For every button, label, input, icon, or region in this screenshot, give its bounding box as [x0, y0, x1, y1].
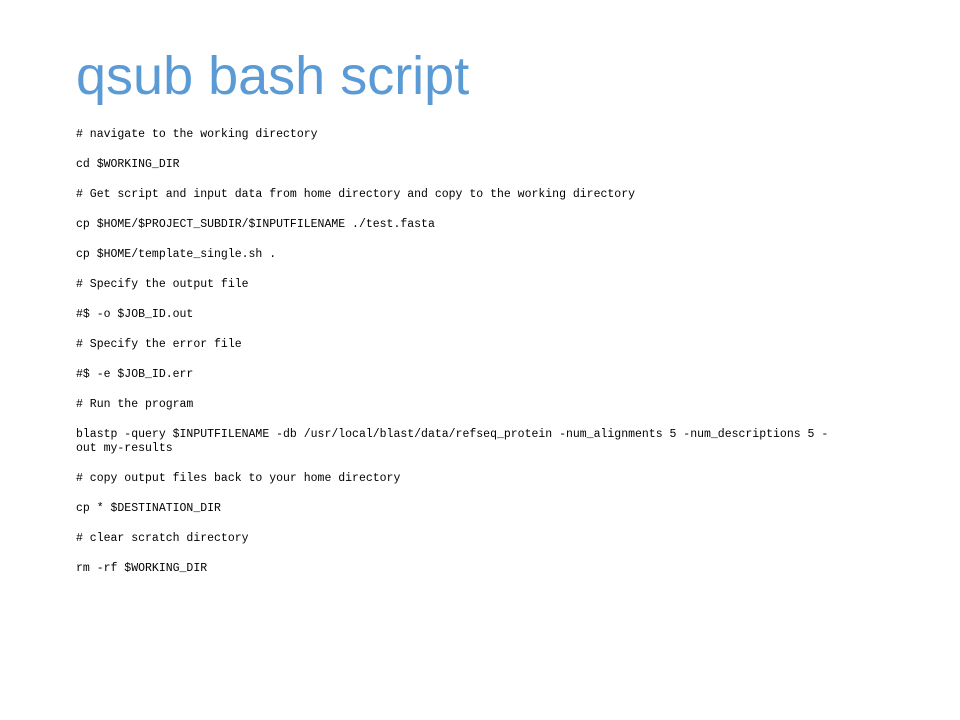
- code-block-error-file: # Specify the error file #$ -e $JOB_ID.e…: [76, 338, 836, 382]
- code-line: # copy output files back to your home di…: [76, 472, 401, 485]
- code-block-run-program: # Run the program blastp -query $INPUTFI…: [76, 398, 836, 456]
- code-line: #$ -e $JOB_ID.err: [76, 368, 194, 381]
- code-line: cp $HOME/template_single.sh .: [76, 248, 277, 261]
- code-block-copy-input: # Get script and input data from home di…: [76, 188, 836, 262]
- code-line: # Specify the error file: [76, 338, 242, 351]
- code-line: # clear scratch directory: [76, 532, 249, 545]
- code-line: cd $WORKING_DIR: [76, 158, 180, 171]
- code-line: #$ -o $JOB_ID.out: [76, 308, 194, 321]
- code-line: # Run the program: [76, 398, 194, 411]
- code-block-navigate: # navigate to the working directory cd $…: [76, 128, 836, 172]
- code-line: cp * $DESTINATION_DIR: [76, 502, 221, 515]
- code-line: blastp -query $INPUTFILENAME -db /usr/lo…: [76, 428, 829, 455]
- code-line: # Specify the output file: [76, 278, 249, 291]
- code-block-output-file: # Specify the output file #$ -o $JOB_ID.…: [76, 278, 836, 322]
- code-block-clear-scratch: # clear scratch directory rm -rf $WORKIN…: [76, 532, 836, 576]
- code-body: # navigate to the working directory cd $…: [76, 128, 836, 592]
- code-line: # Get script and input data from home di…: [76, 188, 635, 201]
- code-line: rm -rf $WORKING_DIR: [76, 562, 208, 575]
- code-block-copy-output: # copy output files back to your home di…: [76, 472, 836, 516]
- code-line: cp $HOME/$PROJECT_SUBDIR/$INPUTFILENAME …: [76, 218, 435, 231]
- code-line: # navigate to the working directory: [76, 128, 318, 141]
- page-title: qsub bash script: [76, 46, 470, 106]
